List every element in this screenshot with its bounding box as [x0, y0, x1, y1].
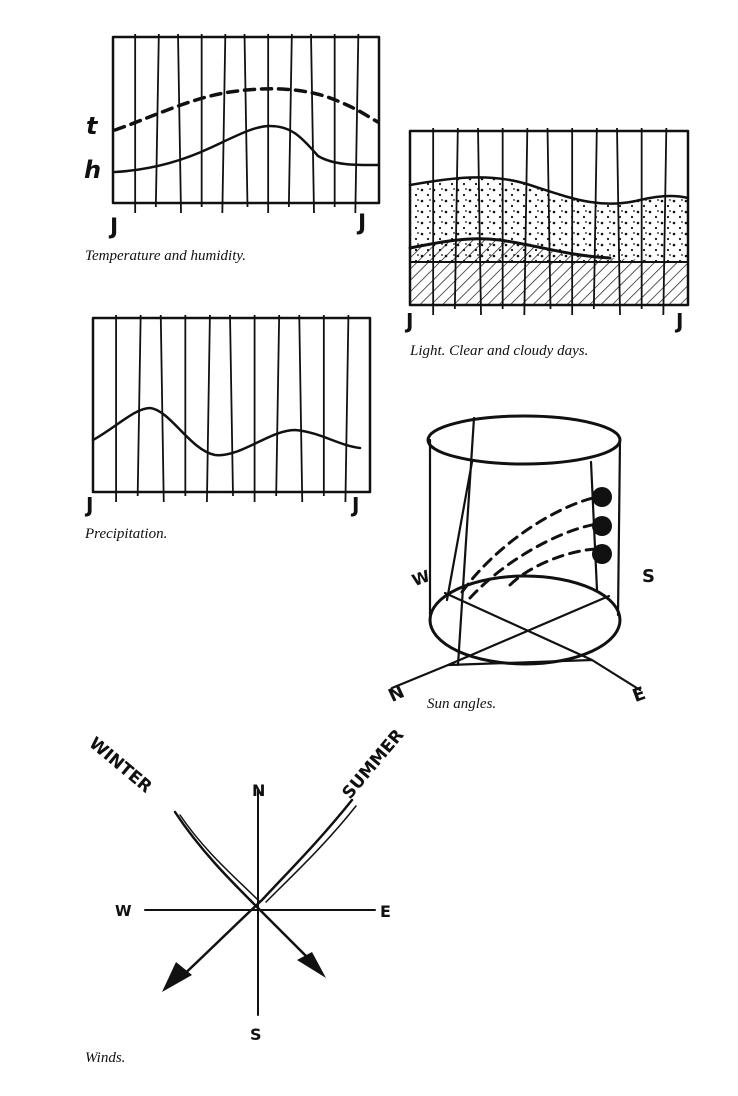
precipitation-curve: [91, 406, 362, 457]
winter-arrowhead-icon: [297, 952, 326, 978]
winds-diagram: N S W E WINTER SUMMER Winds.: [85, 726, 408, 1066]
grid-line: [221, 33, 227, 214]
equinox-sun-icon: [592, 516, 612, 536]
start-month-label: J: [84, 493, 93, 517]
end-month-label: J: [350, 493, 359, 517]
grid-line: [310, 33, 315, 214]
grid-line: [662, 127, 668, 316]
grid-line: [275, 314, 281, 497]
grid-line: [206, 314, 211, 503]
grid-line: [287, 33, 293, 208]
temperature-humidity-chart: t h J J Temperature and humidity.: [84, 33, 381, 264]
grid-line: [136, 314, 142, 497]
grid-line: [154, 33, 160, 208]
e-label: E: [630, 683, 649, 707]
equinox-sun-path: [468, 522, 599, 600]
grid-line: [159, 314, 165, 503]
end-month-label: J: [356, 211, 366, 236]
cloudy-days-line: [408, 237, 612, 260]
precipitation-chart: J J Precipitation.: [84, 314, 372, 542]
n-label: N: [385, 681, 408, 706]
cylinder-walls: [428, 416, 622, 667]
chart-frame: [111, 35, 381, 205]
winter-label: WINTER: [85, 734, 156, 798]
grid-line: [477, 127, 482, 316]
grid-line: [229, 314, 234, 497]
sun-angles-diagram: W S N E Sun angles.: [385, 414, 655, 712]
grid-line: [177, 33, 182, 214]
grid-lines: [134, 33, 360, 214]
caption: Winds.: [85, 1050, 125, 1066]
chart-frame: [91, 316, 372, 494]
temperature-curve: [113, 87, 380, 132]
grid-line: [592, 127, 598, 310]
grid-lines: [115, 314, 350, 503]
grid-line: [344, 314, 350, 503]
summer-label: SUMMER: [339, 726, 409, 804]
summer-wind-line-2: [265, 805, 357, 903]
n-label: N: [252, 781, 265, 800]
start-month-label: J: [404, 309, 413, 333]
humidity-curve: [113, 124, 380, 174]
caption: Light. Clear and cloudy days.: [409, 343, 588, 359]
grid-line: [298, 314, 304, 503]
clear-days-line: [408, 176, 690, 205]
winter-sun-icon: [592, 544, 612, 564]
summer-arrowhead-icon: [162, 962, 192, 992]
horizon-ellipse: [428, 574, 622, 666]
grid-line: [523, 127, 529, 316]
caption: Precipitation.: [84, 526, 167, 542]
e-label: E: [380, 902, 391, 921]
grid-line: [616, 127, 621, 316]
caption: Sun angles.: [427, 696, 496, 712]
grid-line: [243, 33, 249, 208]
end-month-label: J: [674, 309, 683, 333]
grid-lines: [432, 127, 668, 316]
winter-sun-path: [508, 547, 599, 587]
winter-wind-line: [173, 810, 320, 970]
grid-line: [354, 33, 360, 214]
summer-sun-path: [460, 495, 599, 594]
grid-line: [546, 127, 552, 310]
grid-line: [453, 127, 459, 310]
start-month-label: J: [108, 215, 118, 240]
light-chart: J J Light. Clear and cloudy days.: [404, 127, 690, 359]
w-label: W: [409, 566, 432, 590]
t-label: t: [86, 112, 99, 140]
chart-frame: [408, 129, 690, 307]
caption: Temperature and humidity.: [85, 248, 246, 264]
summer-sun-icon: [592, 487, 612, 507]
top-ellipse: [426, 414, 622, 466]
compass-axes: [390, 591, 642, 692]
h-label: h: [84, 156, 101, 184]
w-label: W: [115, 902, 132, 920]
s-label: S: [250, 1025, 262, 1044]
s-label: S: [642, 566, 655, 587]
summer-wind-line: [176, 798, 354, 982]
winter-wind-line-2: [179, 814, 261, 903]
